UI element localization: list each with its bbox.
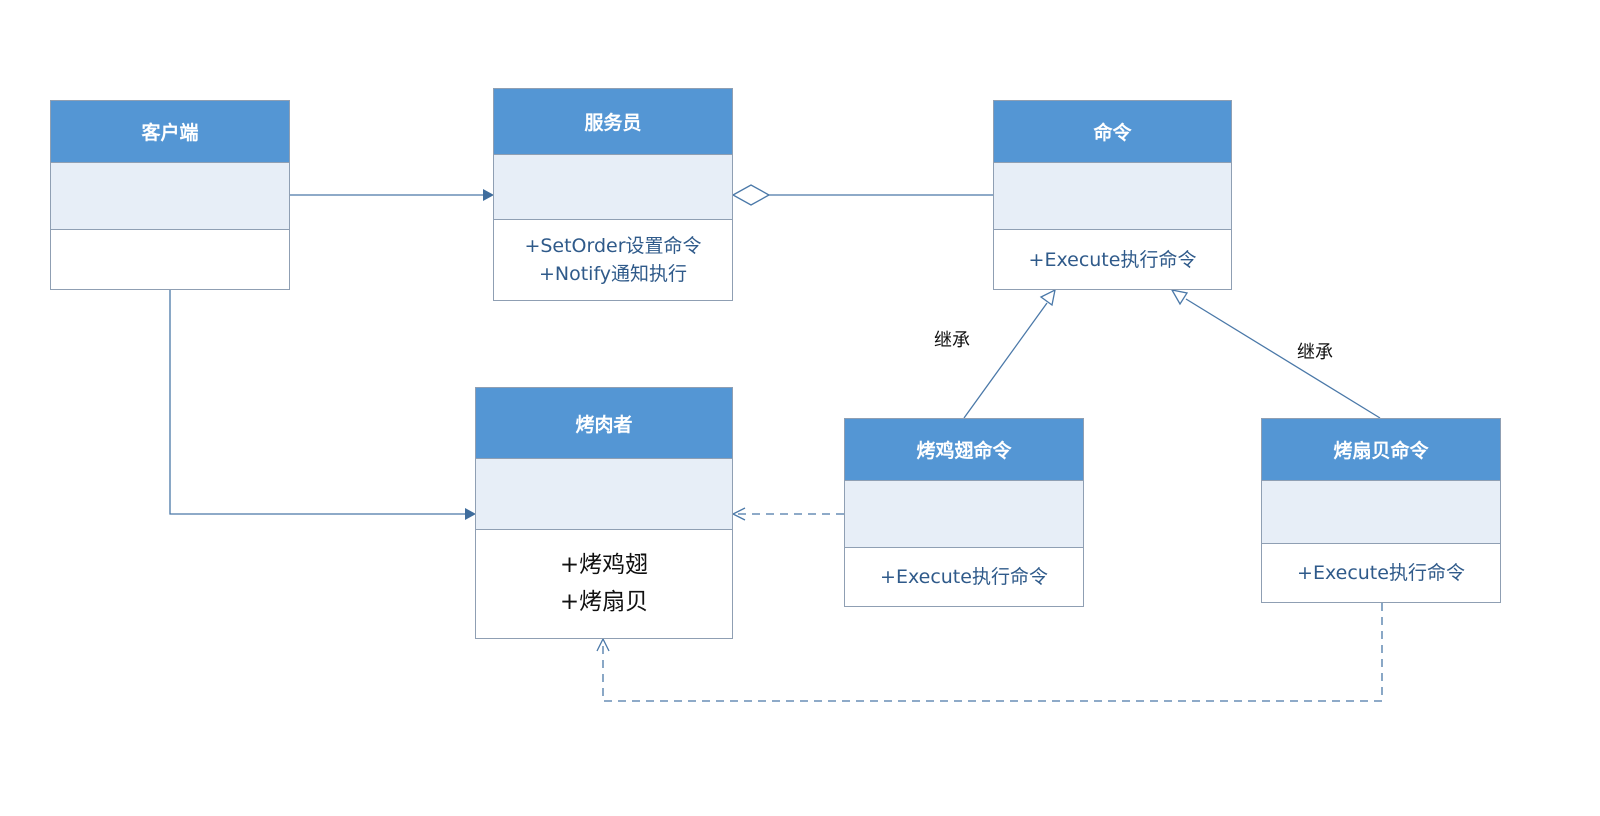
- waiter-class-name: 服务员: [494, 89, 732, 155]
- client-to-waiter-arrowhead: [483, 189, 494, 201]
- client-attributes: [51, 163, 289, 230]
- client-to-barbecuer-association: [169, 289, 466, 515]
- command-class[interactable]: 命令 +Execute执行命令: [993, 100, 1232, 290]
- waiter-class[interactable]: 服务员 +SetOrder设置命令 +Notify通知执行: [493, 88, 733, 301]
- scallop-command-dependency: [602, 603, 1383, 702]
- aggregation-diamond: [731, 184, 771, 206]
- wing-command-attributes: [845, 481, 1083, 548]
- wing-command-class-name: 烤鸡翅命令: [845, 419, 1083, 481]
- inheritance-label-left: 继承: [934, 330, 970, 351]
- command-operations: +Execute执行命令: [994, 230, 1231, 289]
- command-attributes: [994, 163, 1231, 230]
- waiter-operation-notify: +Notify通知执行: [538, 263, 688, 285]
- inheritance-label-right: 继承: [1297, 342, 1333, 363]
- scallop-command-class-name: 烤扇贝命令: [1262, 419, 1500, 481]
- client-class-name: 客户端: [51, 101, 289, 163]
- barbecuer-attributes: [476, 459, 732, 530]
- waiter-attributes: [494, 155, 732, 220]
- barbecuer-operation-wings: +烤鸡翅: [559, 552, 649, 578]
- client-to-barbecuer-arrowhead: [465, 508, 476, 520]
- scallop-command-dependency-arrowhead: [596, 637, 610, 652]
- barbecuer-operations: +烤鸡翅 +烤扇贝: [476, 530, 732, 638]
- scallop-command-operations: +Execute执行命令: [1262, 544, 1500, 602]
- scallop-command-inheritance-line: [1185, 298, 1381, 419]
- waiter-operation-set-order: +SetOrder设置命令: [524, 235, 702, 257]
- barbecuer-operation-scallops: +烤扇贝: [559, 589, 649, 615]
- wing-command-operations: +Execute执行命令: [845, 548, 1083, 606]
- client-class[interactable]: 客户端: [50, 100, 290, 290]
- barbecuer-class-name: 烤肉者: [476, 388, 732, 459]
- command-operation-execute: +Execute执行命令: [1028, 248, 1197, 271]
- wing-command-class[interactable]: 烤鸡翅命令 +Execute执行命令: [844, 418, 1084, 607]
- scallop-command-operation-execute: +Execute执行命令: [1297, 562, 1465, 584]
- scallop-command-attributes: [1262, 481, 1500, 544]
- scallop-command-class[interactable]: 烤扇贝命令 +Execute执行命令: [1261, 418, 1501, 603]
- wing-command-dependency-arrowhead: [731, 507, 746, 521]
- command-class-name: 命令: [994, 101, 1231, 163]
- waiter-operations: +SetOrder设置命令 +Notify通知执行: [494, 220, 732, 300]
- wing-command-inheritance-line: [963, 302, 1048, 419]
- wing-command-operation-execute: +Execute执行命令: [880, 566, 1048, 588]
- wing-command-inheritance-triangle: [1039, 288, 1056, 307]
- scallop-command-inheritance-triangle: [1170, 289, 1189, 306]
- barbecuer-class[interactable]: 烤肉者 +烤鸡翅 +烤扇贝: [475, 387, 733, 639]
- client-operations: [51, 230, 289, 289]
